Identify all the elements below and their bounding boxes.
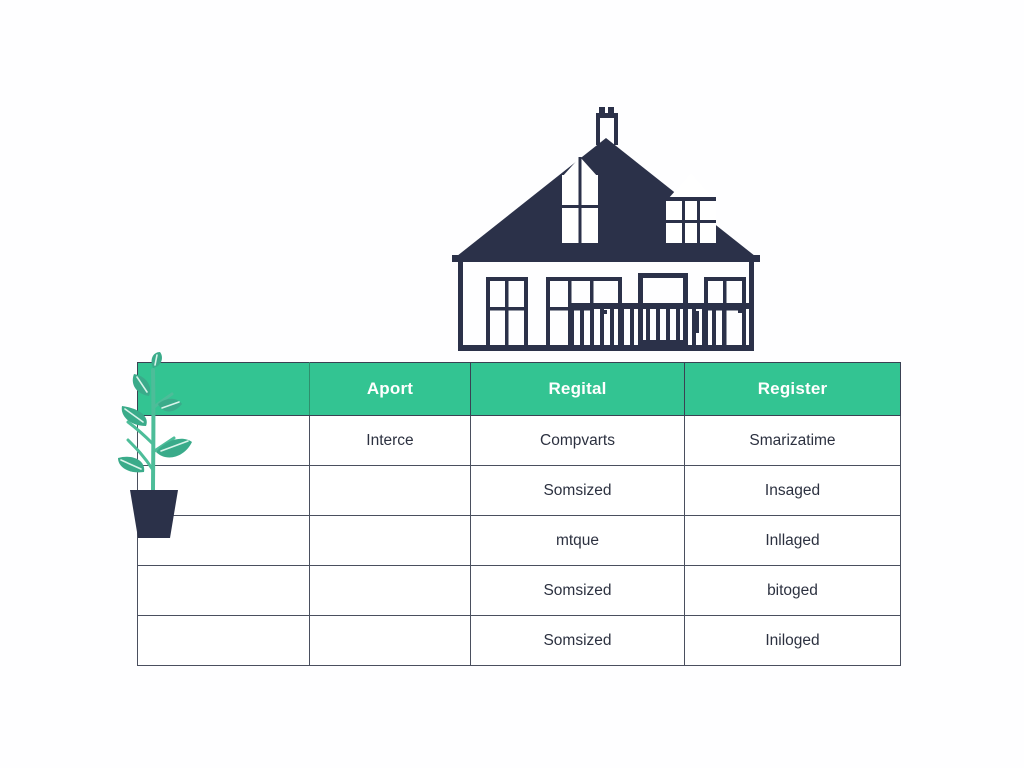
cell-aport: Interce [309,415,471,466]
house-body-shape [452,107,760,351]
cell-regital: Somsized [470,465,685,516]
column-header-0[interactable] [137,362,310,416]
column-header-register[interactable]: Register [684,362,901,416]
table-header: Aport Regital Register [137,362,901,416]
cell-aport [309,615,471,666]
cell-aport [309,565,471,616]
cell-register: Iniloged [684,615,901,666]
cell-aport [309,465,471,516]
table-row[interactable]: mtque Inllaged [137,515,901,566]
cell-register: bitoged [684,565,901,616]
table-body: Interce Compvarts Smarizatime Somsized I… [137,415,901,666]
table-row[interactable]: Somsized Insaged [137,465,901,516]
data-table-container: Aport Regital Register Interce Compvarts… [137,362,901,666]
cell-aport [309,515,471,566]
cell-col0 [137,615,310,666]
table-row[interactable]: Somsized Iniloged [137,615,901,666]
column-header-regital[interactable]: Regital [470,362,685,416]
cell-regital: Somsized [470,615,685,666]
table-row[interactable]: Interce Compvarts Smarizatime [137,415,901,466]
cell-regital: Somsized [470,565,685,616]
column-header-aport[interactable]: Aport [309,362,471,416]
cell-register: Inllaged [684,515,901,566]
table-header-row: Aport Regital Register [137,362,901,416]
house-illustration [420,95,792,357]
cell-col0 [137,565,310,616]
cell-register: Smarizatime [684,415,901,466]
cell-col0 [137,465,310,516]
cell-col0 [137,515,310,566]
table-row[interactable]: Somsized bitoged [137,565,901,616]
cell-register: Insaged [684,465,901,516]
cell-regital: Compvarts [470,415,685,466]
data-table: Aport Regital Register Interce Compvarts… [137,362,901,666]
cell-col0 [137,415,310,466]
cell-regital: mtque [470,515,685,566]
